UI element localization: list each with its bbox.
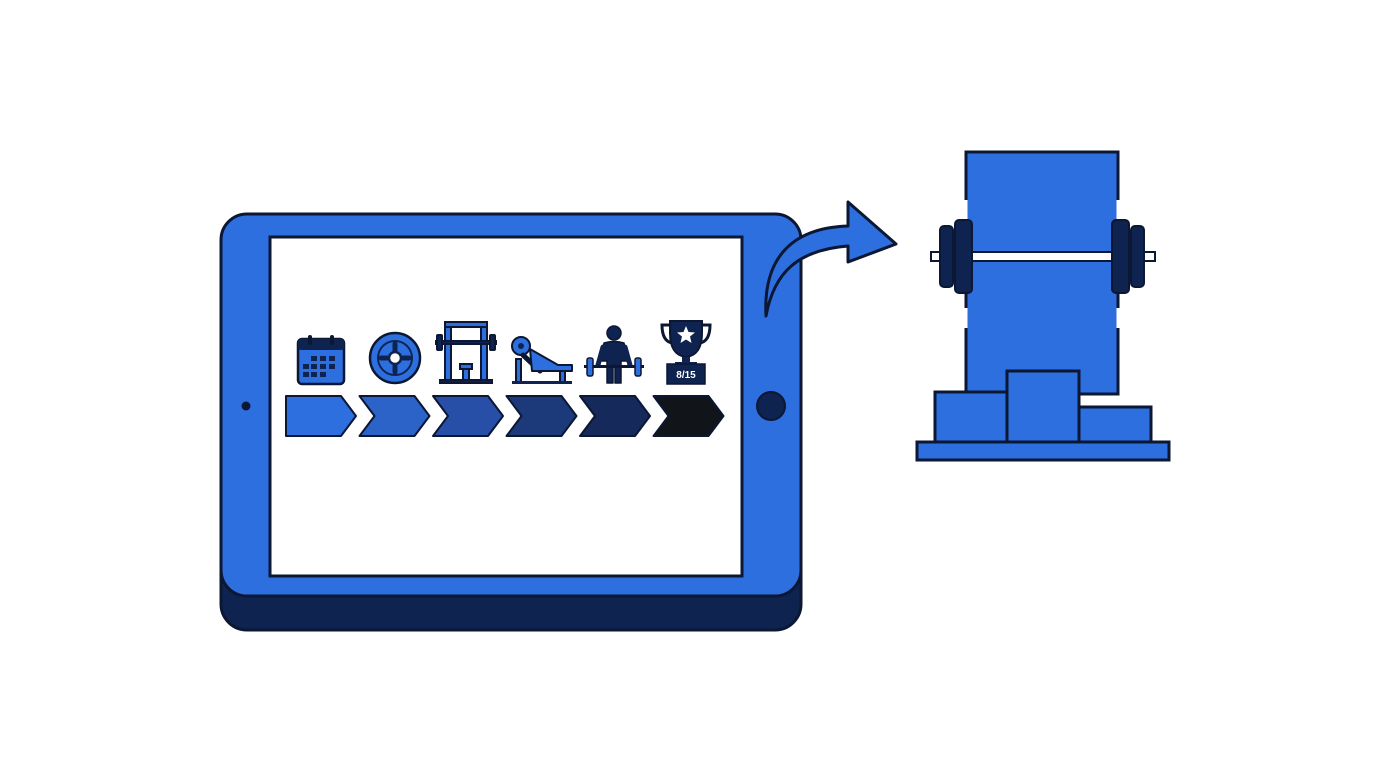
podium [915, 369, 1171, 462]
progress-chevron-5 [579, 395, 651, 437]
weight-plate-icon [368, 331, 422, 385]
progress-chevron-2 [358, 395, 431, 437]
trophy-label: 8/15 [676, 370, 696, 381]
calendar-icon [296, 335, 346, 386]
trophy-icon: 8/15 [660, 320, 712, 385]
tablet-camera [241, 401, 251, 411]
lifter-icon [584, 325, 644, 384]
progress-chevrons [285, 395, 725, 437]
barbell [930, 219, 1156, 294]
barbell-on-podium-icon [915, 150, 1171, 462]
squat-rack-icon [435, 321, 497, 384]
progress-chevron-4 [505, 395, 578, 437]
tower-block [964, 150, 1120, 396]
progress-chevron-1 [285, 395, 357, 437]
bench-press-icon [511, 336, 573, 384]
progress-chevron-6 [652, 395, 725, 437]
progress-chevron-3 [432, 395, 504, 437]
tablet-home-button[interactable] [756, 391, 786, 421]
curved-arrow-icon [764, 200, 898, 318]
